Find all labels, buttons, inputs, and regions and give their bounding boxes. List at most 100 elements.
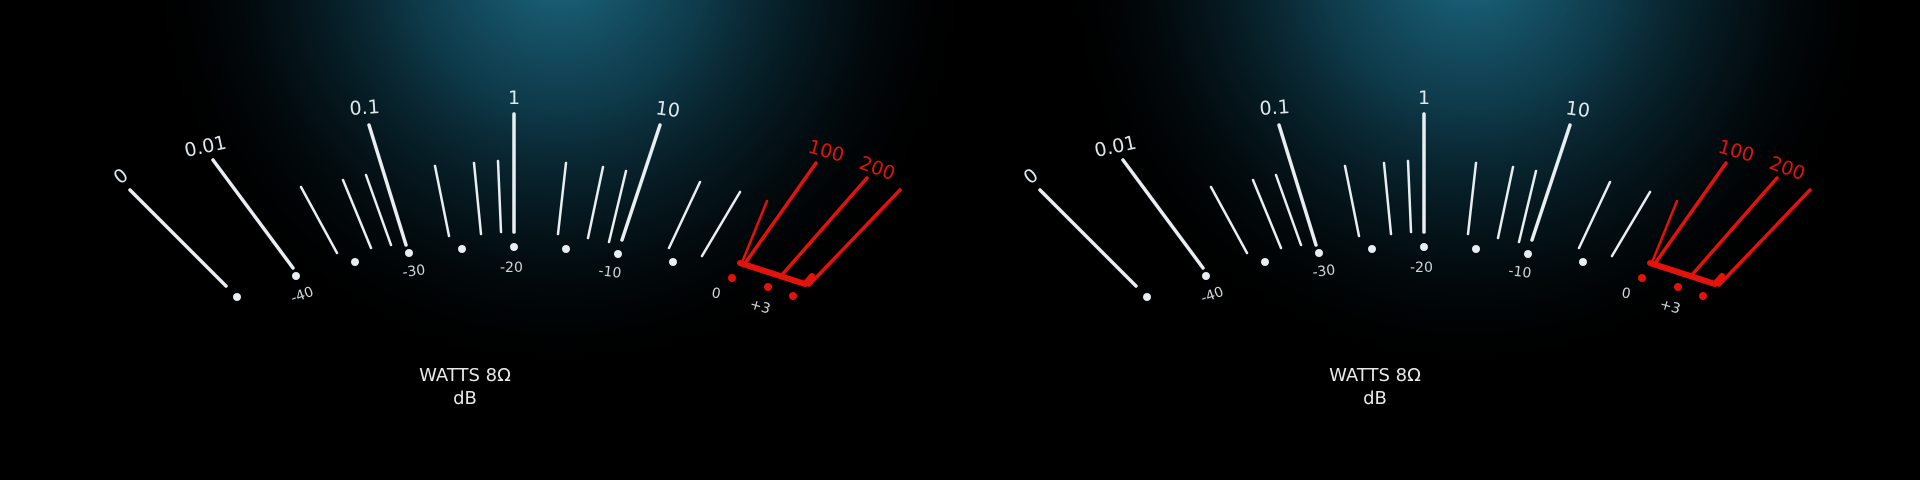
major-tick [128,188,228,288]
minor-tick [1382,161,1393,236]
minor-tick [341,178,373,250]
overload-tick [807,188,902,287]
scale-dot [764,283,772,291]
minor-tick [586,165,605,240]
units-db-label: dB [453,388,477,409]
watts-label: 0.1 [349,96,381,120]
scale-dot [458,245,466,253]
vu-meter-left: 0 0.01 0.1 1 10 100 200 -40 -30 -20 -10 … [0,0,960,480]
major-tick [211,158,295,270]
overload-zone [1647,161,1812,287]
db-label: -20 [500,260,523,276]
db-label: 0 [1620,285,1632,302]
units-db-label: dB [1363,388,1387,409]
db-label: +3 [748,296,772,317]
vu-meter-right: 0 0.01 0.1 1 10 100 200 -40 -30 -20 -10 … [910,0,1870,480]
minor-tick [667,180,702,250]
minor-tick [496,159,503,234]
scale-dot [351,258,359,266]
backlight-glow [0,0,960,480]
db-label: -40 [289,284,316,307]
minor-tick [1274,173,1303,247]
minor-tick [1209,185,1249,255]
scale-dot [1674,283,1682,291]
db-overload-labels: 0 +3 [1620,285,1682,317]
minor-tick [700,190,742,258]
db-label: +3 [1658,296,1682,317]
overload-tick [779,176,869,278]
db-overload-dots [1638,274,1707,300]
scale-dot [1143,293,1151,301]
db-dots [233,243,677,301]
db-label: -30 [402,262,427,281]
major-tick [1038,188,1138,288]
minor-tick [1406,159,1413,234]
scale-dot [510,243,518,251]
units-watts-label: WATTS 8Ω [419,365,511,386]
minor-tick [1466,161,1478,236]
db-label: 0 [710,285,722,302]
major-tick [367,123,408,247]
db-overload-dots [728,274,797,300]
minor-tick [1610,190,1652,258]
scale-lines [128,112,742,288]
db-label: -20 [1410,260,1433,276]
minor-tick [299,185,339,255]
scale-dot [1472,245,1480,253]
major-tick [1121,158,1205,270]
minor-tick [1577,180,1612,250]
scale-dot [1420,243,1428,251]
db-dots [1143,243,1587,301]
scale-dot [614,250,622,258]
db-label: -40 [1199,284,1226,307]
scale-dot [233,293,241,301]
minor-tick [1343,164,1361,238]
overload-band [737,260,815,287]
scale-lines [1038,112,1652,288]
watts-label: 0.1 [1259,96,1291,120]
minor-tick [472,161,483,236]
scale-dot [1368,245,1376,253]
meter-scale-right: 0 0.01 0.1 1 10 100 200 -40 -30 -20 -10 … [910,0,1870,480]
watts-label: 10 [654,97,681,122]
scale-dot [728,274,736,282]
minor-tick [556,161,568,236]
scale-dot [669,258,677,266]
scale-dot [1579,258,1587,266]
db-labels: -40 -30 -20 -10 [1199,260,1532,307]
major-tick [620,123,662,242]
units-watts-label: WATTS 8Ω [1329,365,1421,386]
scale-dot [562,245,570,253]
meter-scale-left: 0 0.01 0.1 1 10 100 200 -40 -30 -20 -10 … [0,0,960,480]
scale-dot [1638,274,1646,282]
meter-units-label: WATTS 8Ω dB [1315,364,1435,410]
minor-tick [364,173,393,247]
watts-label: 10 [1564,97,1591,122]
overload-tick [1654,161,1728,264]
overload-tick [744,161,818,264]
overload-zone [737,161,902,287]
scale-dot [789,292,797,300]
overload-tick [1651,199,1679,262]
scale-dot [1202,272,1210,280]
overload-tick [741,199,769,262]
scale-dot [1524,250,1532,258]
scale-dot [1699,292,1707,300]
minor-tick [607,169,628,244]
watts-label: 1 [1418,87,1430,109]
scale-dot [292,272,300,280]
overload-band [1647,260,1725,287]
scale-dot [1315,249,1323,257]
db-overload-labels: 0 +3 [710,285,772,317]
minor-tick [1517,169,1538,244]
major-tick [1530,123,1572,242]
watts-label: 1 [508,87,520,109]
overload-tick [1689,176,1779,278]
db-label: -10 [598,263,623,282]
scale-dot [1261,258,1269,266]
meter-units-label: WATTS 8Ω dB [405,364,525,410]
db-label: -10 [1508,263,1533,282]
minor-tick [433,164,451,238]
db-label: -30 [1312,262,1337,281]
